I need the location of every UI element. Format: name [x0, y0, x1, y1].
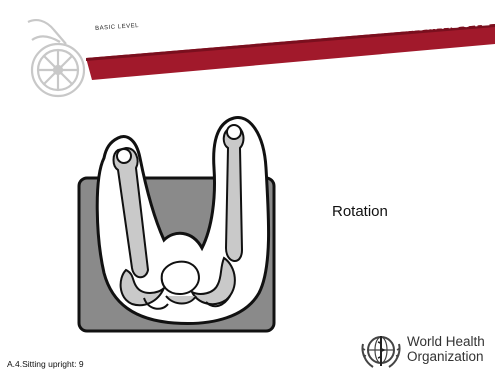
rotation-label: Rotation — [332, 203, 388, 220]
who-line-1: World Health — [407, 334, 485, 349]
pelvis-center-icon — [162, 262, 199, 294]
who-logo-text: World Health Organization — [407, 334, 485, 364]
pelvis-rotation-illustration — [74, 98, 290, 333]
right-femur-icon — [224, 126, 244, 261]
who-emblem-icon — [359, 330, 403, 372]
slide-footer: A.4.Sitting upright: 9 — [7, 359, 84, 369]
who-line-2: Organization — [407, 349, 485, 364]
